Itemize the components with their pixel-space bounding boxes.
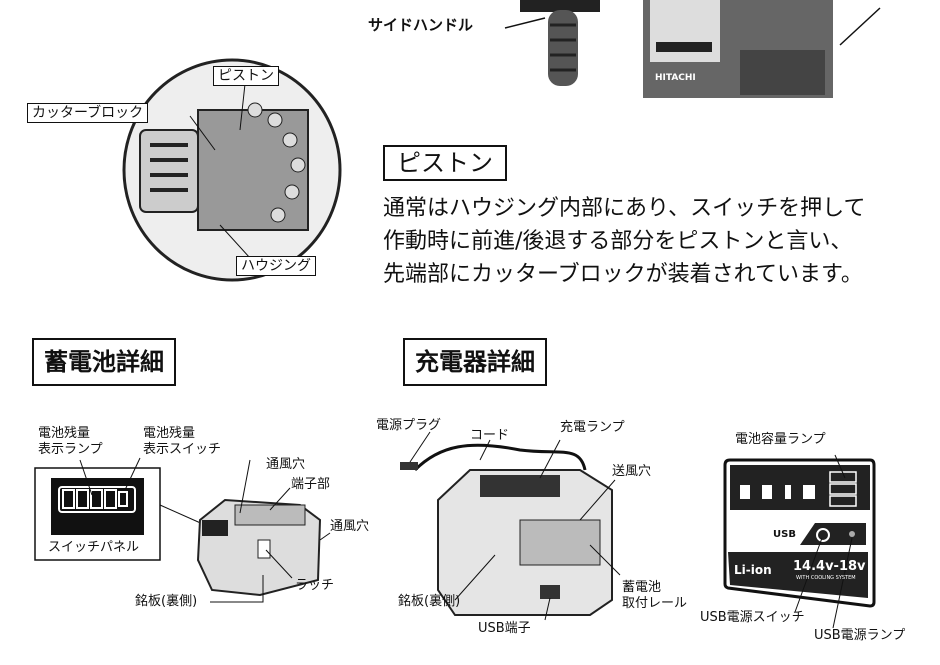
charger-detail-image: [400, 431, 621, 621]
usb-lamp-label: USB電源ランプ: [814, 628, 906, 643]
battery-lamp-label: 電池残量表示ランプ: [38, 426, 103, 457]
piston-description: 通常はハウジング内部にあり、スイッチを押して 作動時に前進/後退する部分をピスト…: [383, 192, 865, 291]
piston-label: ピストン: [213, 66, 279, 86]
charger-heading: 充電器詳細: [403, 338, 547, 386]
panel-cooling-text: WITH COOLING SYSTEM: [796, 575, 856, 581]
usb-switch-label: USB電源スイッチ: [700, 610, 805, 625]
panel-li-ion-text: Li-ion: [734, 563, 772, 577]
panel-usb-text: USB: [773, 529, 796, 540]
vent-hole-label: 送風穴: [612, 464, 652, 479]
cord-label: コード: [470, 428, 510, 443]
charger-image: [643, 0, 881, 98]
side-handle-image: [504, 0, 600, 86]
charger-panel-image: [723, 454, 876, 629]
rail-label: 蓄電池取付レール: [622, 580, 688, 611]
usb-port-label: USB端子: [478, 621, 531, 636]
description-line: 先端部にカッターブロックが装着されています。: [383, 262, 863, 287]
cutter-block-label: カッターブロック: [27, 103, 149, 123]
terminal-label: 端子部: [291, 477, 331, 492]
piston-heading: ピストン: [383, 145, 507, 181]
charge-lamp-label: 充電ランプ: [560, 420, 625, 435]
vent-label-2: 通風穴: [330, 519, 370, 534]
battery-switch-label: 電池残量表示スイッチ: [143, 426, 222, 457]
description-line: 作動時に前進/後退する部分をピストンと言い、: [383, 229, 853, 254]
battery-heading: 蓄電池詳細: [32, 338, 176, 386]
vent-label: 通風穴: [266, 457, 306, 472]
side-handle-label: サイドハンドル: [368, 16, 474, 34]
switch-panel-label: スイッチパネル: [48, 540, 140, 555]
piston-cutter-image: [122, 58, 342, 282]
housing-label: ハウジング: [236, 256, 316, 276]
description-line: 通常はハウジング内部にあり、スイッチを押して: [383, 196, 866, 221]
latch-label: ラッチ: [295, 578, 335, 593]
capacity-lamp-label: 電池容量ランプ: [735, 432, 826, 447]
nameplate-label: 銘板(裏側): [135, 594, 198, 609]
charger-brand: HITACHI: [655, 73, 696, 83]
charger-nameplate-label: 銘板(裏側): [398, 594, 461, 609]
plug-label: 電源プラグ: [376, 418, 442, 433]
panel-voltage-text: 14.4v-18v: [793, 559, 866, 574]
battery-image: [34, 457, 331, 603]
